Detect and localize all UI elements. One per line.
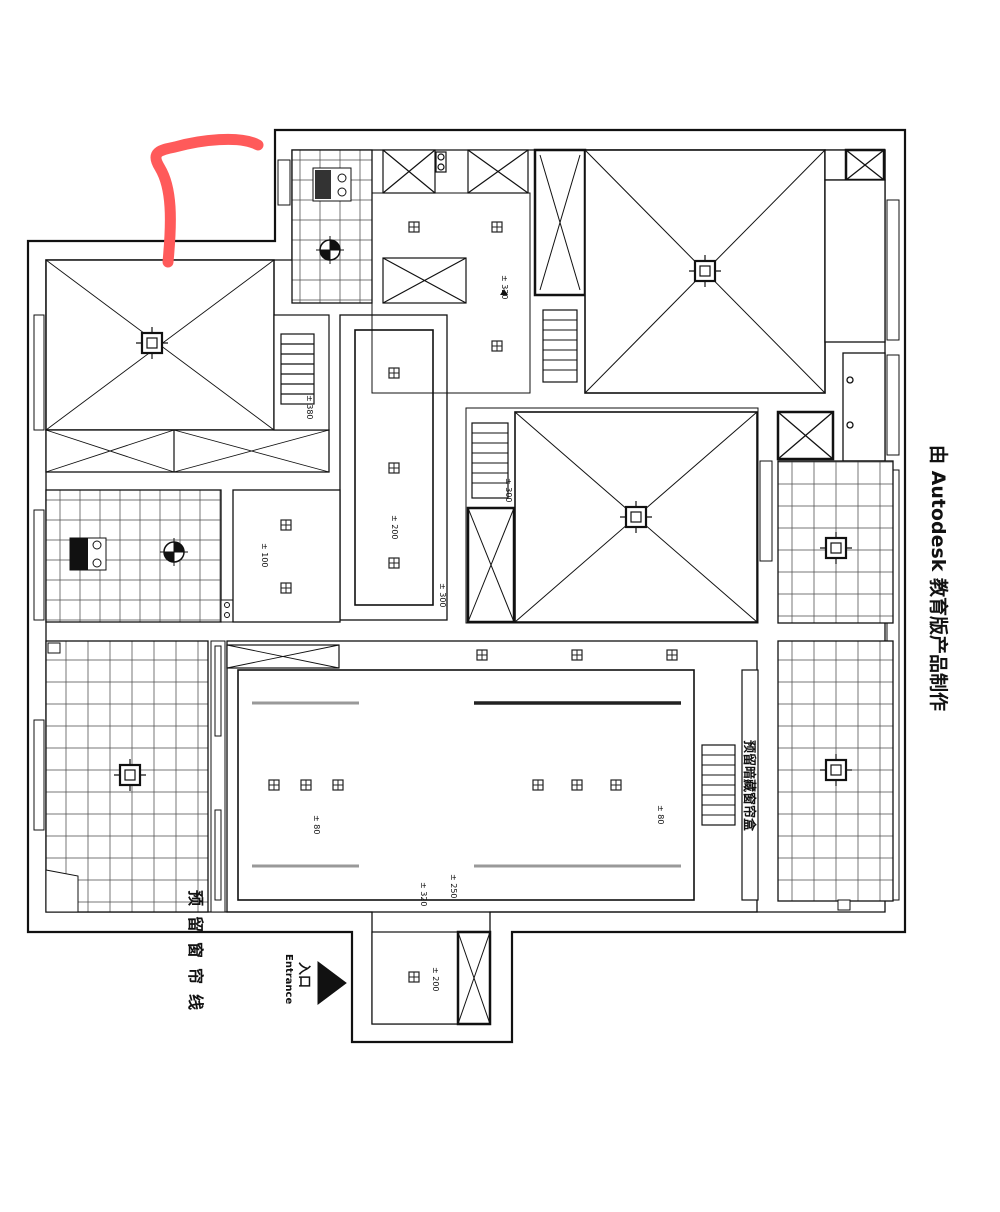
level-mark: ± 100 (260, 543, 269, 568)
svg-text:± 320: ± 320 (500, 275, 509, 300)
entrance-hall (317, 930, 492, 1026)
level-mark: ± 250 (449, 874, 458, 899)
utility (273, 314, 330, 431)
level-mark: ± 200 (431, 967, 440, 992)
corridor-top (371, 192, 531, 394)
level-mark: ± 320 (500, 275, 509, 300)
tall-cabinet (533, 148, 587, 383)
svg-text:± 250: ± 250 (449, 874, 458, 899)
kitchen (291, 149, 373, 304)
bedroom-middle (465, 407, 759, 624)
svg-text:± 80: ± 80 (656, 805, 665, 824)
level-mark: ± 300 (438, 583, 447, 608)
storage-top (382, 149, 529, 304)
level-mark: ± 320 (419, 882, 428, 907)
svg-text:± 320: ± 320 (419, 882, 428, 907)
balcony-right (759, 460, 894, 911)
curtain-track-label: 预留暗藏窗帘盒 (741, 740, 757, 832)
level-mark: ± 200 (390, 515, 399, 540)
level-mark: ± 300 (504, 478, 513, 503)
svg-text:± 100: ± 100 (260, 543, 269, 568)
svg-text:± 300: ± 300 (438, 583, 447, 608)
watermark-text: 由 Autodesk 教育版产品制作 (927, 445, 950, 711)
red-annotation-stroke (150, 133, 264, 268)
svg-text:± 300: ± 300 (504, 478, 513, 503)
bedroom-master (584, 149, 826, 394)
svg-text:± 200: ± 200 (390, 515, 399, 540)
svg-text:± 80: ± 80 (312, 815, 321, 834)
bathroom-small (232, 489, 341, 623)
level-mark: ± 380 (305, 395, 314, 420)
bay-window-label: 预留窗帘线 (186, 890, 205, 1020)
hall (339, 314, 448, 621)
living-room (226, 640, 759, 913)
right-rooms (776, 148, 886, 462)
bedroom-left (45, 259, 330, 473)
study-room (45, 640, 226, 913)
level-markers: ± 320 ± 380 ± 200 ± 300 ± 300 ± 100 ± 80… (260, 275, 665, 992)
bathroom-left (45, 489, 234, 623)
svg-text:± 200: ± 200 (431, 967, 440, 992)
svg-text:± 380: ± 380 (305, 395, 314, 420)
level-mark: ± 80 (312, 815, 321, 834)
level-mark: ± 80 (656, 805, 665, 824)
entrance-label-en: Entrance (283, 954, 294, 1004)
entrance-label-cn: 入口 (296, 962, 311, 988)
